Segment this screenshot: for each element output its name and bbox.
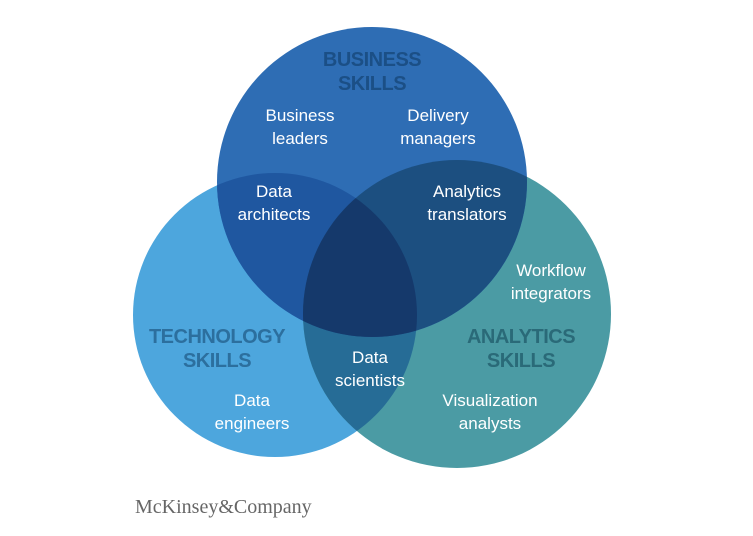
center-overlap xyxy=(303,173,417,337)
mckinsey-logo: McKinsey&Company xyxy=(135,496,312,518)
